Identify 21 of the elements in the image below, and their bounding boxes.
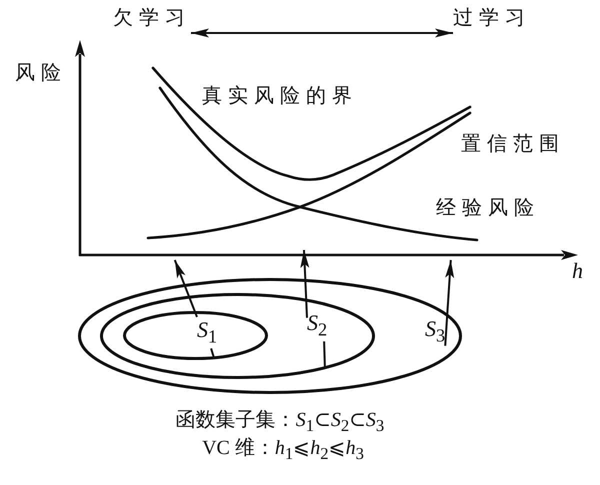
arrow <box>174 260 198 318</box>
regime-label: 欠学习 <box>113 2 191 33</box>
leader-line <box>323 341 326 368</box>
middle-ellipse <box>100 293 375 379</box>
set-label: S$_{3}$ <box>425 316 446 348</box>
double-arrow <box>191 28 453 38</box>
inner-ellipse <box>123 311 268 360</box>
arrow <box>444 260 454 346</box>
leader-line <box>210 348 215 358</box>
vc-dimension-text: VC 维：h$_{1}$⩽h$_{2}$⩽h$_{3}$ <box>202 436 364 464</box>
set-label: S$_{2}$ <box>307 310 328 342</box>
curve-label: 置信范围 <box>461 131 565 155</box>
axis-label: h <box>572 258 583 284</box>
curve-label: 经验风险 <box>436 195 540 219</box>
subset-relation-text: 函数集子集：S$_{1}$⊂S$_{2}$⊂S$_{3}$ <box>176 408 384 436</box>
curve-label: 真实风险的界 <box>202 83 358 107</box>
axis-label: 风险 <box>15 60 67 84</box>
set-label: S$_{1}$ <box>197 317 218 348</box>
outer-ellipse <box>78 278 462 394</box>
x-axis <box>79 250 578 260</box>
regime-label: 过学习 <box>453 2 531 33</box>
